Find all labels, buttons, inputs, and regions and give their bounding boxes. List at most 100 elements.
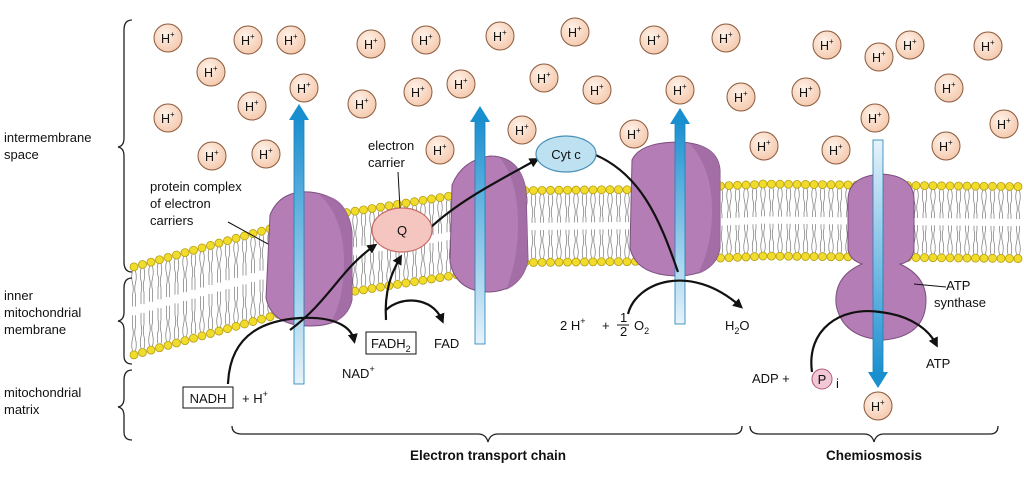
pi-molecule: P i [811,368,839,391]
h-ion-label: H+ [799,84,813,100]
lipid-head [622,185,632,195]
etc-section-label: Electron transport chain [410,448,566,463]
chemiosmosis-section-label: Chemiosmosis [826,448,922,463]
lipid-head [571,185,581,195]
lipid-head [988,181,997,191]
lipid-head [988,253,997,263]
proton-arrow-3 [674,121,686,325]
h-ion-label: H+ [411,84,425,100]
lipid-head [792,251,802,261]
lipid-head [401,278,411,288]
lipid-tail [930,189,936,254]
lipid-head [750,180,759,190]
h-ion: H+ [726,82,756,112]
h-ion: H+ [276,25,306,55]
h-ion-label: H+ [647,32,661,48]
lipid-head [741,252,751,262]
lipid-head [835,180,844,190]
h-ion: H+ [347,89,377,119]
lipid-head [163,340,173,350]
h-ions: H+ H+ H+ H+ H+ H+ H+ H+ H+ H+ H+ H+ H+ H+ H+ H+ H+ H+ H+ H+… [153,17,1019,421]
svg-text:FADH2: FADH2 [371,336,411,354]
lipid-head [197,243,207,253]
lipid-head [223,236,232,246]
cytc-to-complex4-curve [587,150,680,273]
lipid-head [758,251,768,261]
lipid-head [401,198,411,208]
lipid-head [563,185,572,195]
cytc-label: Cyt c [551,147,581,162]
lipid-head [410,197,419,207]
h-ion: H+ [749,131,779,161]
lipid-head [537,185,547,195]
lipid-head [248,229,258,238]
lipid-tail [794,188,800,253]
lipid-tail [743,188,749,254]
lipid-tail [250,237,256,318]
h-ion: H+ [821,135,851,165]
lipid-tail [547,194,554,259]
lipid-head [962,181,972,191]
lipid-head [138,348,147,357]
lipid-head [435,193,445,203]
lipid-head [911,253,921,262]
lipid-head [1005,254,1014,263]
lipid-head [350,206,360,216]
h-ion-label: H+ [568,24,582,40]
lipid-head [954,181,963,191]
h-ion-label: H+ [433,142,447,158]
water-label: H2O [725,318,750,336]
h-ion: H+ [237,91,267,121]
h-ion: H+ [411,25,441,55]
h-ion-label: H+ [872,49,886,65]
h-ion: H+ [153,23,183,53]
h-ion-label: H+ [284,32,298,48]
h-ion-label: H+ [903,37,917,53]
lipid-head [996,182,1006,191]
section-braces [231,425,999,443]
lipid-head [937,181,946,191]
lipid-head [724,181,734,191]
lipid-tail [615,193,622,258]
h-ion: H+ [934,73,964,103]
lipid-head [614,257,623,267]
h-ion-label: H+ [259,146,273,162]
lipid-head [733,180,742,190]
lipid-head [231,321,241,331]
h-ion-label: H+ [673,82,687,98]
protein-complex-1 [265,191,353,327]
lipid-head [971,181,980,191]
h-ion: H+ [233,25,263,55]
h-ion-label: H+ [820,37,834,53]
proton-arrow-1-head [289,104,309,120]
lipid-head [826,180,836,190]
h-ion-label: H+ [493,28,507,44]
h-ion: H+ [425,135,455,165]
lipid-head [1013,182,1023,191]
h-ion-label: H+ [627,126,641,142]
lipid-tail [233,242,239,323]
h-ion: H+ [251,139,281,169]
lipid-head [996,254,1006,263]
h-ion-label: H+ [161,30,175,46]
h-ion-label: H+ [590,82,604,98]
h-ion: H+ [485,21,515,51]
h-ion-label: H+ [829,142,843,158]
h-ion: H+ [895,30,925,60]
proton-arrow-3-head [670,108,690,124]
h-ion-label: H+ [297,80,311,96]
h-ion-label: H+ [871,398,885,414]
lipid-tail [573,193,579,259]
h-ion: H+ [560,17,590,47]
h-ion: H+ [289,73,319,103]
svg-text:O2: O2 [634,318,649,336]
nadh-plus-h: + H+ [242,389,268,406]
lipid-head [928,181,938,191]
lipid-head [435,273,445,283]
lipid-head [835,252,844,262]
lipid-tail [564,194,571,259]
lipid-tail [836,188,843,253]
lipid-head [529,258,538,267]
svg-text:i: i [836,376,839,391]
lipid-head [971,253,980,263]
